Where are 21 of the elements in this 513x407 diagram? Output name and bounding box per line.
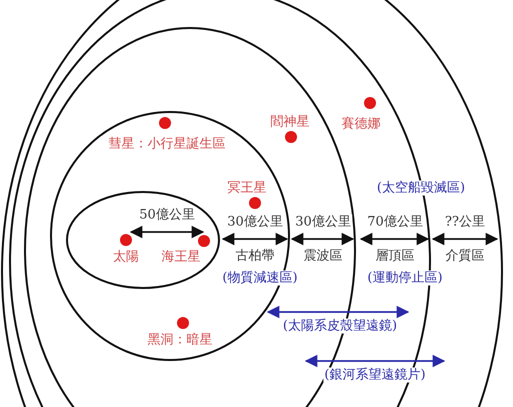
zone-note: (運動停止區) [366,270,444,286]
zone-note: (銀河系望遠鏡片) [323,368,427,382]
zone-note: (物質減速區) [221,270,299,286]
body-label: 海王星 [160,250,202,264]
distance-label: 30億公里 [294,214,352,230]
zone-note: (太空船毀滅區) [376,180,466,196]
zone-note: (太陽系皮殼望遠鏡) [282,318,398,334]
distance-label: 70億公里 [366,214,424,230]
body-label: 閻神星 [270,114,310,130]
body-label: 太陽 [112,250,140,264]
region-label: 彗星：小行星誕生區 [108,136,226,152]
zone-label: 介質區 [444,248,486,264]
body-label: 賽德娜 [340,116,382,132]
distance-label: ??公里 [444,214,486,230]
body-label: 冥王星 [226,180,268,196]
zone-label: 震波區 [302,248,344,264]
zone-label: 古柏帶 [234,248,276,264]
body-label: 黑洞：暗星 [146,332,214,348]
zone-label: 層頂區 [374,248,416,264]
distance-label: 30億公里 [226,214,284,230]
distance-label: 50億公里 [138,208,196,222]
